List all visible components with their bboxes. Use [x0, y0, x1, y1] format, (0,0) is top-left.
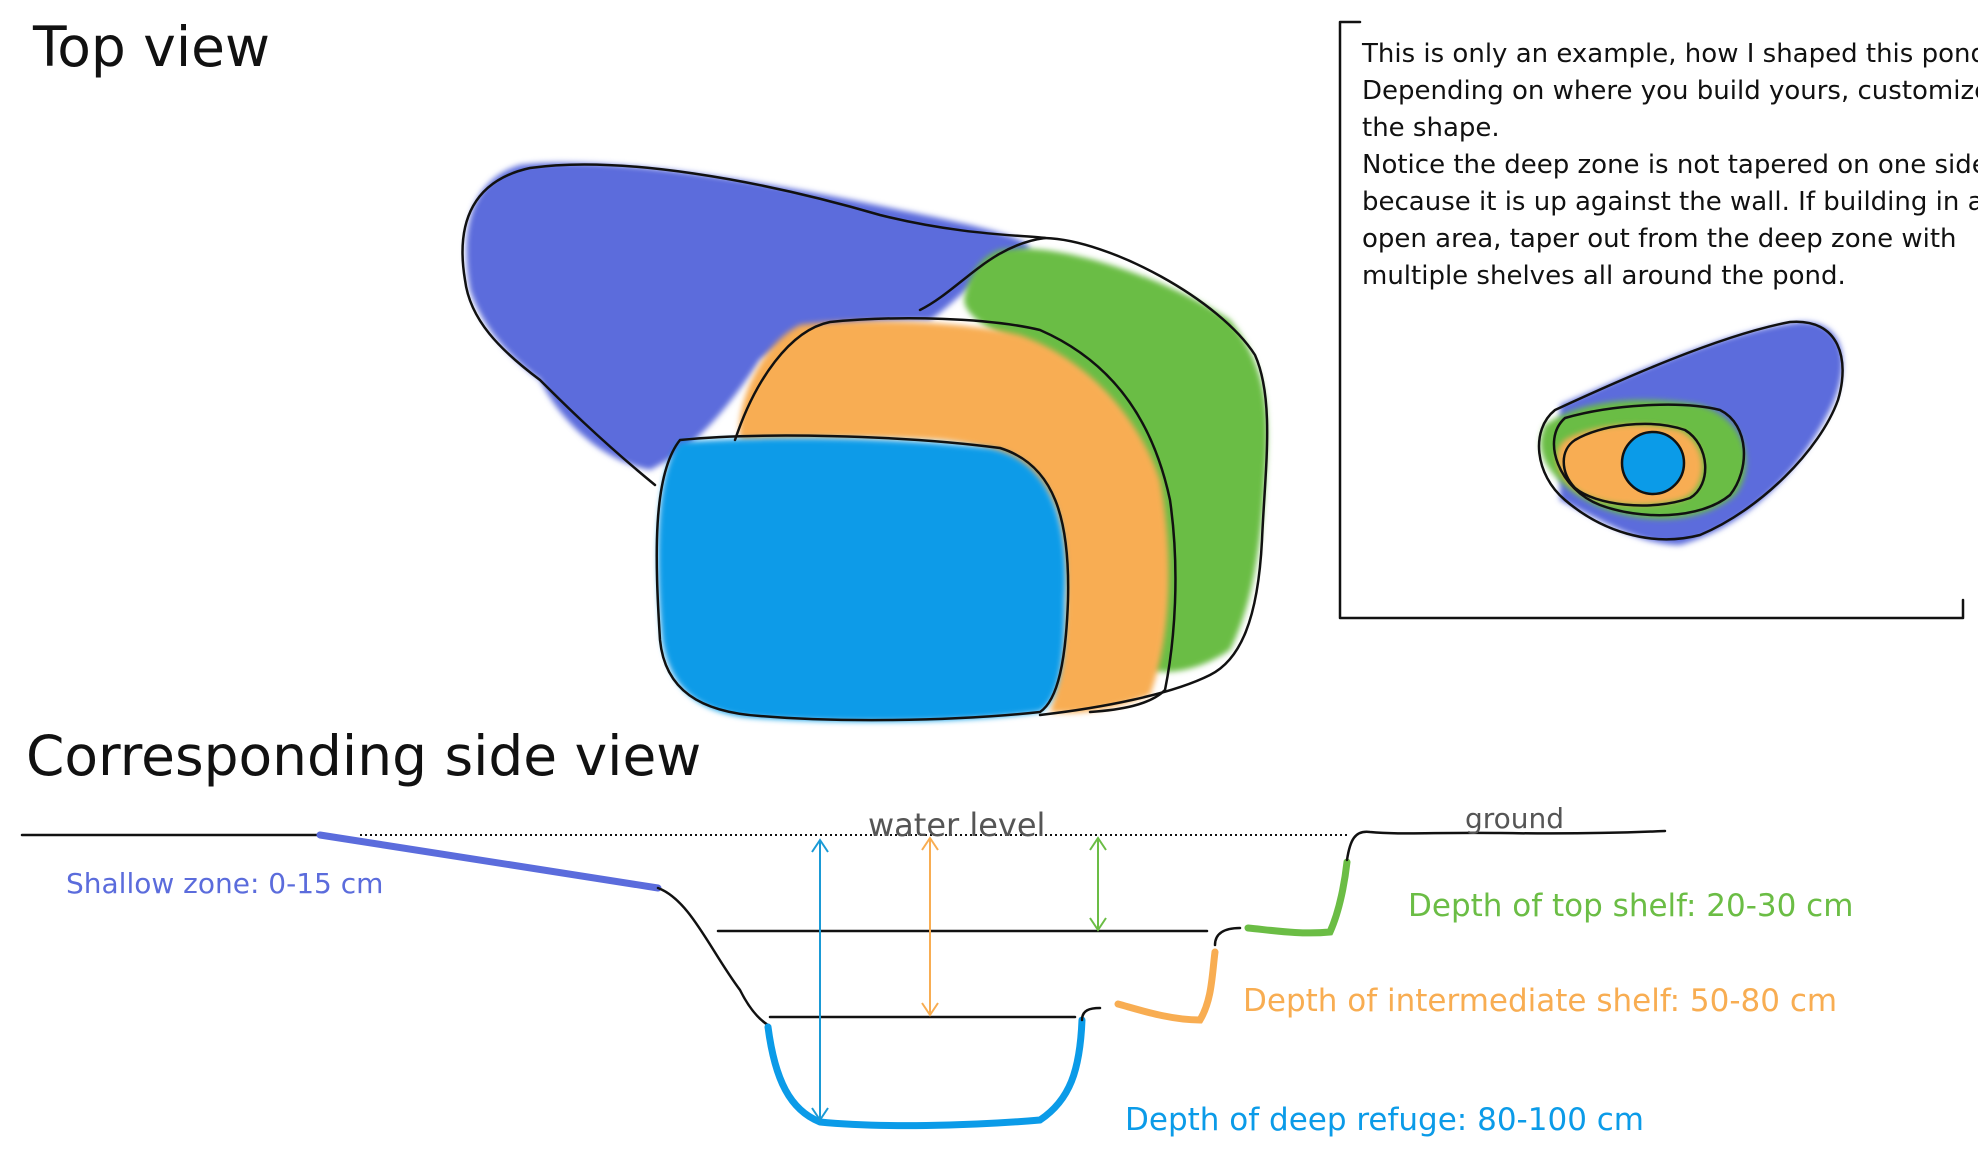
side-view-title: Corresponding side view — [26, 724, 701, 788]
shallow-outline — [461, 163, 1047, 487]
example-deep-outline — [1620, 430, 1686, 496]
deep-refuge-area — [657, 438, 1066, 722]
top-view-title: Top view — [32, 15, 270, 79]
note-line-6: open area, taper out from the deep zone … — [1362, 224, 1957, 254]
top-shelf-line — [1244, 858, 1351, 937]
example-outer-outline — [1537, 320, 1844, 541]
outer-right-outline — [1038, 236, 1269, 717]
note-line-5: because it is up against the wall. If bu… — [1362, 187, 1978, 217]
deep-refuge-bowl — [764, 1016, 1086, 1130]
example-orange-outline — [1562, 422, 1707, 507]
intermediate-shelf-line — [1114, 948, 1219, 1024]
intermediate-connector — [1080, 1006, 1102, 1022]
note-box: This is only an example, how I shaped th… — [1338, 20, 1978, 620]
note-line-3: the shape. — [1362, 113, 1500, 143]
shallow-zone-label: Shallow zone: 0-15 cm — [66, 867, 383, 900]
ground-label: ground — [1465, 802, 1564, 835]
example-pond — [1537, 320, 1844, 545]
deep-refuge-label: Depth of deep refuge: 80-100 cm — [1125, 1102, 1644, 1138]
deep-outline — [655, 434, 1070, 722]
note-box-border — [1338, 20, 1965, 620]
intermediate-outline — [733, 317, 1177, 714]
water-level-label: water level — [868, 806, 1045, 844]
note-line-4: Notice the deep zone is not tapered on o… — [1362, 150, 1978, 180]
top-shelf-connector — [1213, 926, 1242, 947]
intermediate-depth-arrow — [921, 836, 939, 1017]
top-shelf-depth-arrow — [1089, 836, 1107, 932]
intermediate-shelf-area — [739, 321, 1169, 713]
shallow-zone-area — [466, 162, 1030, 470]
deep-left-slope — [656, 886, 770, 1027]
deep-depth-arrow — [811, 838, 829, 1122]
right-bank — [1345, 829, 1667, 862]
side-view: water level ground — [20, 802, 1853, 1138]
shallow-slope — [316, 831, 662, 892]
top-view-pond — [461, 162, 1269, 722]
intermediate-shelf-label: Depth of intermediate shelf: 50-80 cm — [1243, 983, 1837, 1019]
shallow-inner-outline — [918, 236, 1047, 312]
note-line-1: This is only an example, how I shaped th… — [1361, 39, 1978, 69]
top-shelf-area — [964, 248, 1268, 672]
example-deep-area — [1623, 433, 1683, 493]
note-line-7: multiple shelves all around the pond. — [1362, 261, 1846, 291]
top-shelf-label: Depth of top shelf: 20-30 cm — [1408, 888, 1853, 924]
note-line-2: Depending on where you build yours, cust… — [1362, 76, 1978, 106]
